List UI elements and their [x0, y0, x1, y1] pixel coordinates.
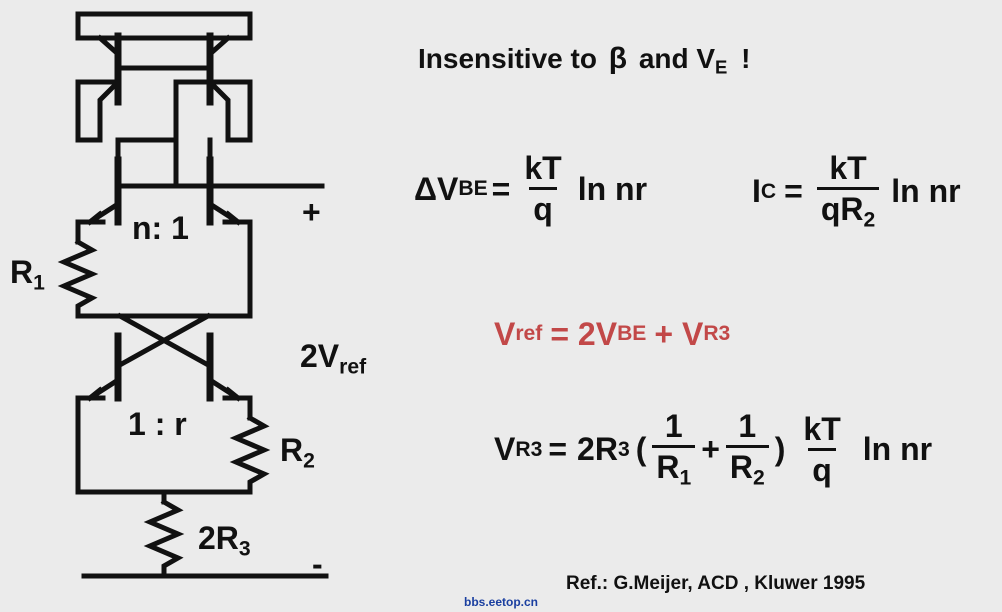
top-supply-rail — [75, 11, 253, 41]
pnp-transistor-right-top — [206, 32, 232, 143]
plus-terminal-label: + — [302, 194, 321, 230]
ratio-n-to-1-label: n: 1 — [132, 210, 189, 246]
headline: Insensitive to β and VE ! — [418, 42, 751, 78]
reference-citation: Ref.: G.Meijer, ACD , Kluwer 1995 — [566, 573, 866, 594]
ratio-1-to-r-label: 1 : r — [128, 406, 187, 442]
resistor-r2 — [229, 414, 271, 495]
minus-terminal-label: - — [312, 546, 323, 582]
cross-coupling — [114, 312, 214, 370]
pnp-transistor-left-top — [96, 32, 122, 143]
watermark: bbs.eetop.cn — [464, 595, 539, 609]
npn-transistor-left-lower — [86, 332, 122, 402]
2r3-label: 2R3 — [198, 520, 251, 561]
npn-transistor-right-lower — [206, 332, 242, 402]
r1-label: R1 — [10, 254, 45, 295]
resistor-r1 — [57, 238, 99, 319]
r2-label: R2 — [280, 432, 315, 473]
resistor-2r3 — [143, 498, 185, 579]
npn-transistor-left-upper — [86, 137, 122, 226]
vref-label: 2Vref — [300, 338, 367, 379]
npn-transistor-right-upper — [206, 137, 242, 226]
